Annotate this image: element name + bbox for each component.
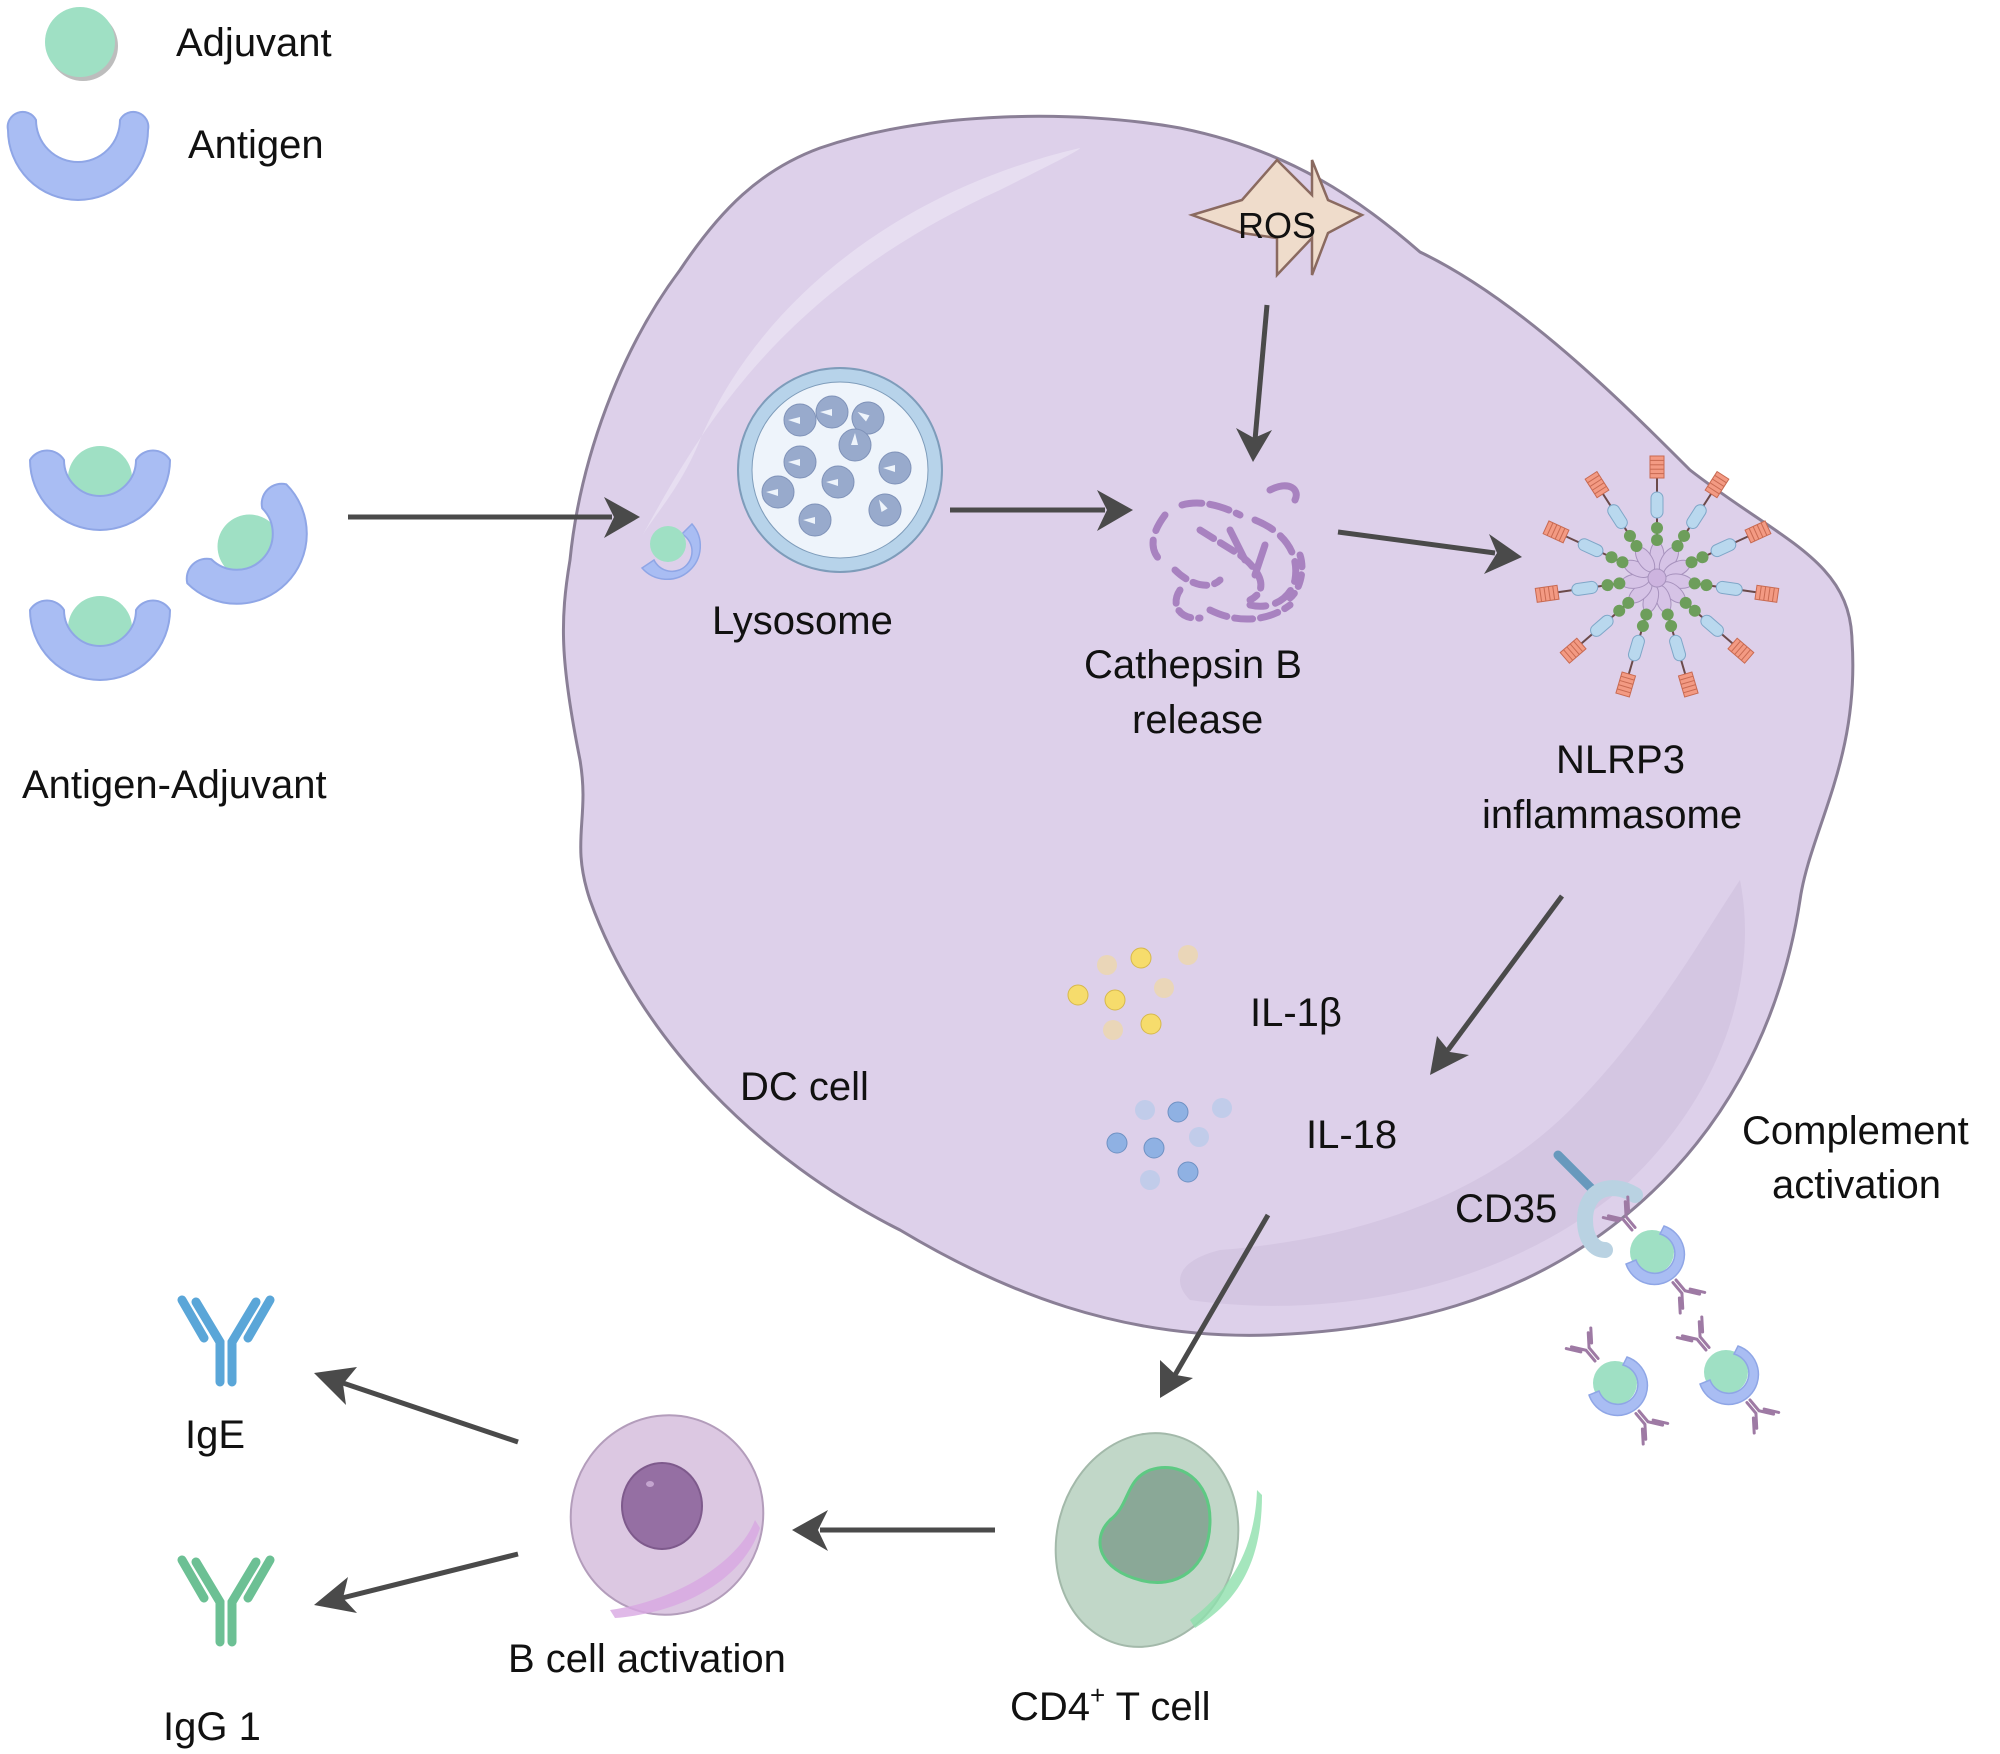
dc-cell-shadow xyxy=(1180,880,1745,1306)
antigen-adjuvant-complex-icon xyxy=(29,445,171,531)
cd4-prefix: CD4 xyxy=(1010,1685,1090,1729)
lysosome: Lysosome xyxy=(712,367,943,643)
il18-particle xyxy=(1143,1137,1165,1159)
nlrp3-arm xyxy=(1584,470,1656,573)
ros-star-icon xyxy=(1188,158,1365,279)
cathepsin-label-line2: release xyxy=(1132,698,1263,742)
il18-label: IL-18 xyxy=(1306,1113,1397,1157)
arrow-bcell-to-igg1 xyxy=(314,1551,519,1613)
legend-antigen: Antigen xyxy=(6,110,324,201)
arrow-ros-to-cathepsin xyxy=(1236,304,1272,462)
il18-particle xyxy=(1106,1132,1128,1154)
antigen-adjuvant-complex-icon xyxy=(29,595,171,681)
dc-cell-label: DC cell xyxy=(740,1065,869,1109)
legend-antigen-label: Antigen xyxy=(188,123,324,167)
lysosome-label: Lysosome xyxy=(712,599,893,643)
complement-label-line1: Complement xyxy=(1742,1109,1969,1153)
il1b-particles xyxy=(1067,945,1198,1040)
opsonized-complex-icon xyxy=(1677,1317,1778,1433)
il1b-particle xyxy=(1130,947,1152,969)
il18-particle xyxy=(1135,1100,1155,1120)
cd4-suffix: T cell xyxy=(1105,1685,1210,1729)
nlrp3-arm xyxy=(1661,581,1755,664)
il18-particle xyxy=(1167,1101,1189,1123)
ige-antibody-icon xyxy=(182,1300,270,1382)
complement-label-line2: activation xyxy=(1772,1163,1941,1207)
igg1-antibody: IgG 1 xyxy=(163,1560,270,1749)
cathepsin-b xyxy=(1149,482,1306,623)
b-cell-nucleus xyxy=(621,1462,703,1550)
il18-particles xyxy=(1106,1098,1232,1190)
nlrp3-arm xyxy=(1649,455,1665,571)
il18-particle xyxy=(1189,1127,1209,1147)
b-cell-label: B cell activation xyxy=(508,1637,786,1681)
arrow-complex-to-dc xyxy=(348,497,640,538)
igg1-antibody-icon xyxy=(182,1560,270,1642)
igg1-label: IgG 1 xyxy=(163,1705,261,1749)
nlrp3-arm xyxy=(1559,581,1653,664)
il1b-particle xyxy=(1104,989,1126,1011)
nlrp3-arm xyxy=(1664,573,1780,603)
antigen-adjuvant-label: Antigen-Adjuvant xyxy=(22,763,327,807)
il1b-particle xyxy=(1178,945,1198,965)
cd35-head xyxy=(1576,1180,1643,1258)
arrow-bcell-to-ige xyxy=(314,1367,519,1445)
nlrp3-arm xyxy=(1663,520,1772,578)
t-cell-nucleus xyxy=(1098,1465,1212,1584)
cd35-label: CD35 xyxy=(1455,1187,1557,1231)
antigen-icon xyxy=(6,110,150,201)
il1b-label: IL-1β xyxy=(1250,991,1342,1035)
il1b-particle xyxy=(1154,978,1174,998)
legend-adjuvant: Adjuvant xyxy=(45,7,332,81)
b-cell: B cell activation xyxy=(508,1414,786,1681)
opsonized-complex-icon xyxy=(1566,1328,1667,1444)
internalized-complex-icon xyxy=(640,522,702,581)
cd35-receptor xyxy=(1553,1150,1643,1258)
nlrp3-inflammasome-icon xyxy=(1534,455,1780,698)
il1b-particle xyxy=(1140,1013,1162,1035)
il1b-particle xyxy=(1097,955,1117,975)
ige-label: IgE xyxy=(185,1413,245,1457)
arrow-lysosome-to-cathepsin xyxy=(950,490,1133,531)
adjuvant-icon xyxy=(45,7,115,77)
il1b-particle xyxy=(1067,984,1089,1006)
arrow-nlrp3-to-cytokines xyxy=(1430,894,1565,1075)
antigen-adjuvant-complex-icon xyxy=(176,473,337,634)
cd4-superscript: + xyxy=(1090,1680,1105,1710)
arrows xyxy=(314,304,1565,1613)
cd4-t-cell: CD4+ T cell xyxy=(1010,1432,1262,1729)
il1b-particle xyxy=(1103,1020,1123,1040)
il18-particle xyxy=(1177,1161,1199,1183)
arrow-cathepsin-to-nlrp3 xyxy=(1337,529,1522,574)
arrow-tcell-to-bcell xyxy=(792,1510,995,1551)
cathepsin-label-line1: Cathepsin B xyxy=(1084,643,1302,687)
legend-adjuvant-label: Adjuvant xyxy=(176,21,332,65)
nlrp3-core xyxy=(1647,568,1667,588)
ros-label: ROS xyxy=(1238,205,1316,246)
cd4-t-cell-label: CD4+ T cell xyxy=(1010,1680,1210,1729)
il18-particle xyxy=(1140,1170,1160,1190)
nlrp3-label-line2: inflammasome xyxy=(1482,793,1742,837)
il18-particle xyxy=(1212,1098,1232,1118)
nlrp3-arm xyxy=(1658,470,1730,573)
ros-burst: ROS xyxy=(1188,158,1365,279)
ige-antibody: IgE xyxy=(182,1300,270,1457)
nlrp3-label-line1: NLRP3 xyxy=(1556,738,1685,782)
arrow-cytokines-to-tcell xyxy=(1160,1213,1271,1398)
antigen-adjuvant-group: Antigen-Adjuvant xyxy=(22,445,337,807)
